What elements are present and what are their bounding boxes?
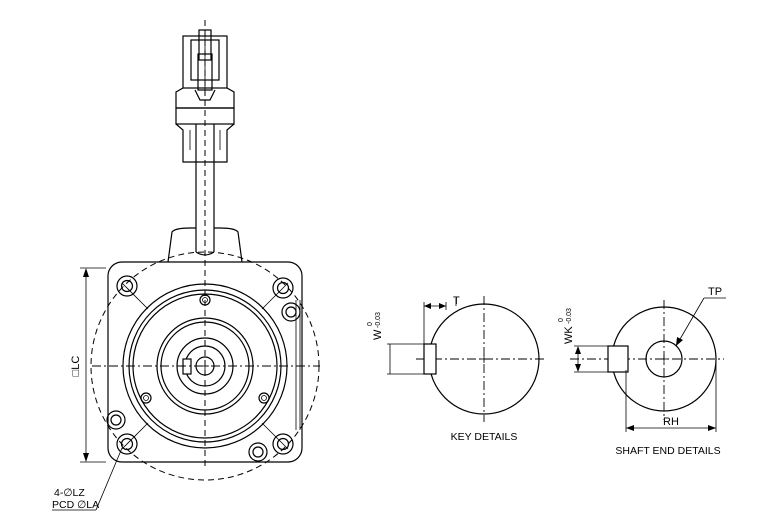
w-lower-tol: -0.03 [375,312,382,328]
pcd-label: PCD ∅LA [52,499,99,511]
rh-label: RH [663,416,679,428]
wk-lower-tol: -0.03 [566,308,573,324]
key-details-view [387,296,546,422]
w-upper-tol: 0 [367,322,374,326]
lz-leader [52,447,123,511]
pilot-screws [140,294,270,404]
w-dimension-label: W 0 -0.03 [367,312,384,340]
lz-label: 4-∅LZ [54,487,85,499]
lc-dimension [80,267,106,463]
motor-flange [107,261,303,463]
t-label: T [453,295,460,307]
wk-main: WK [563,326,575,344]
shaft-end-view [570,297,726,432]
tp-label: TP [708,286,722,298]
key-details-title: KEY DETAILS [451,431,518,443]
w-main: W [372,329,384,340]
wk-dimension-label: WK 0 -0.03 [558,308,575,344]
mounting-holes [106,275,301,462]
shaft-end-details-title: SHAFT END DETAILS [615,445,720,457]
wk-upper-tol: 0 [558,318,565,322]
flange-ribs [121,282,289,450]
lc-label: □LC [70,356,82,377]
cable [167,20,243,470]
